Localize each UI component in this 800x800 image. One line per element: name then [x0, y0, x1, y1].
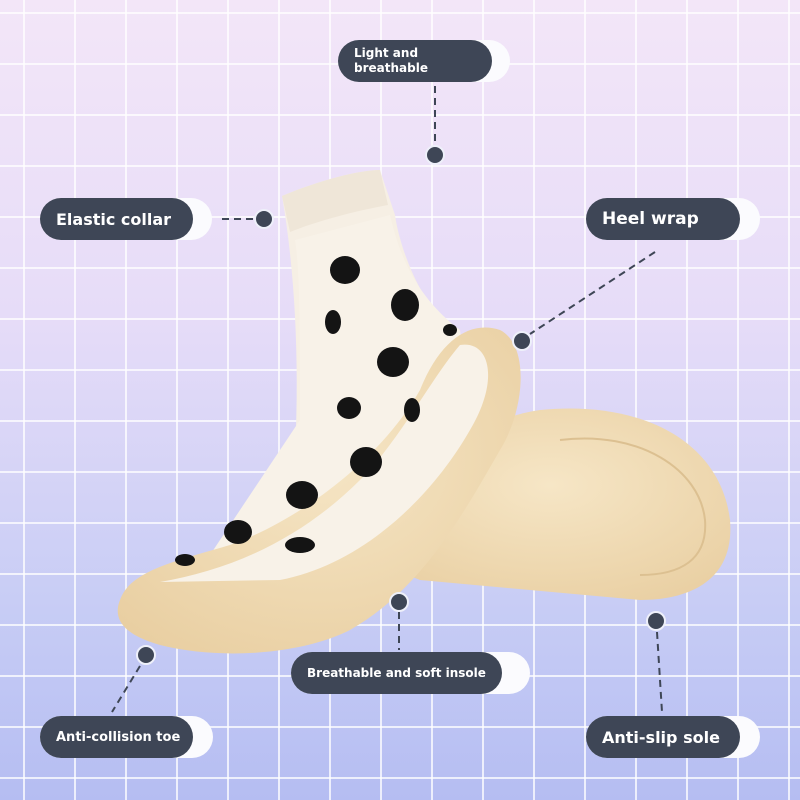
label-text: Anti-slip sole — [586, 716, 740, 758]
polka-dots — [175, 256, 457, 566]
label-text: Heel wrap — [586, 198, 740, 240]
label-text-line1: Light and — [354, 46, 419, 60]
connector-lines — [111, 86, 663, 713]
label-text-line2: breathable — [354, 61, 428, 75]
label-text: Anti-collision toe — [40, 716, 193, 758]
label-text: Breathable and soft insole — [291, 652, 502, 694]
label-text: Elastic collar — [40, 198, 193, 240]
marker-dots — [136, 145, 666, 665]
